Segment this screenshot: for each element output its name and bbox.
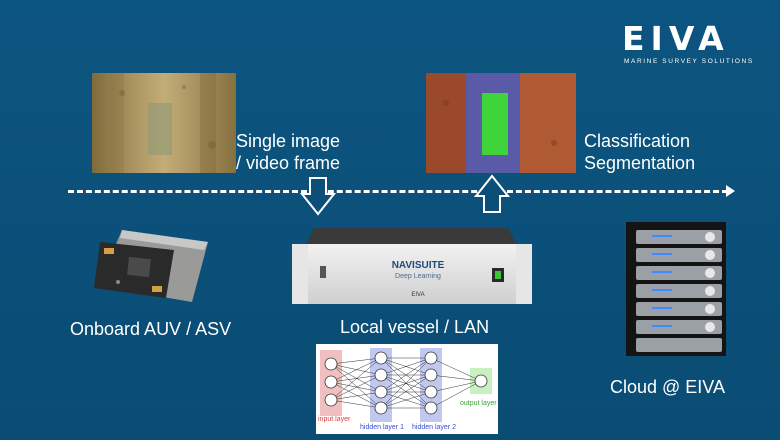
hidden-layer-1-label: hidden layer 1 (360, 424, 404, 431)
dashed-flow-line (68, 190, 728, 193)
label-onboard: Onboard AUV / ASV (70, 319, 232, 339)
logo-tagline: MARINE SURVEY SOLUTIONS (624, 58, 754, 65)
input-layer-label: input layer (318, 416, 351, 423)
label-local-vessel: Local vessel / LAN (340, 317, 490, 337)
onboard-compute-module-image (94, 230, 208, 302)
seabed-image-raw (92, 73, 236, 173)
seabed-image-segmented (426, 73, 576, 173)
label-single-image: Single image (236, 131, 341, 151)
device-brand: EIVA (411, 292, 425, 298)
neural-network-graph (320, 348, 492, 422)
eiva-logo: EIVA MARINE SURVEY SOLUTIONS (622, 19, 754, 65)
label-cloud: Cloud @ EIVA (610, 377, 725, 397)
flow-arrowhead-icon (726, 185, 735, 197)
hollow-up-arrow-icon (474, 174, 510, 213)
hidden-layer-2-label: hidden layer 2 (412, 424, 456, 431)
output-layer-label: output layer (460, 400, 497, 407)
label-video-frame: / video frame (236, 153, 341, 173)
label-classification: Classification (584, 131, 691, 151)
device-subtitle: Deep Learning (395, 273, 441, 280)
navisuite-rack-unit (292, 228, 532, 304)
logo-brand: EIVA (622, 19, 730, 58)
label-segmentation: Segmentation (584, 153, 696, 173)
neural-network-diagram: input layer hidden layer 1 hidden layer … (316, 344, 498, 434)
cloud-server-rack-image (626, 222, 726, 356)
hollow-down-arrow-icon (300, 177, 336, 216)
device-name: NAVISUITE (391, 260, 445, 271)
